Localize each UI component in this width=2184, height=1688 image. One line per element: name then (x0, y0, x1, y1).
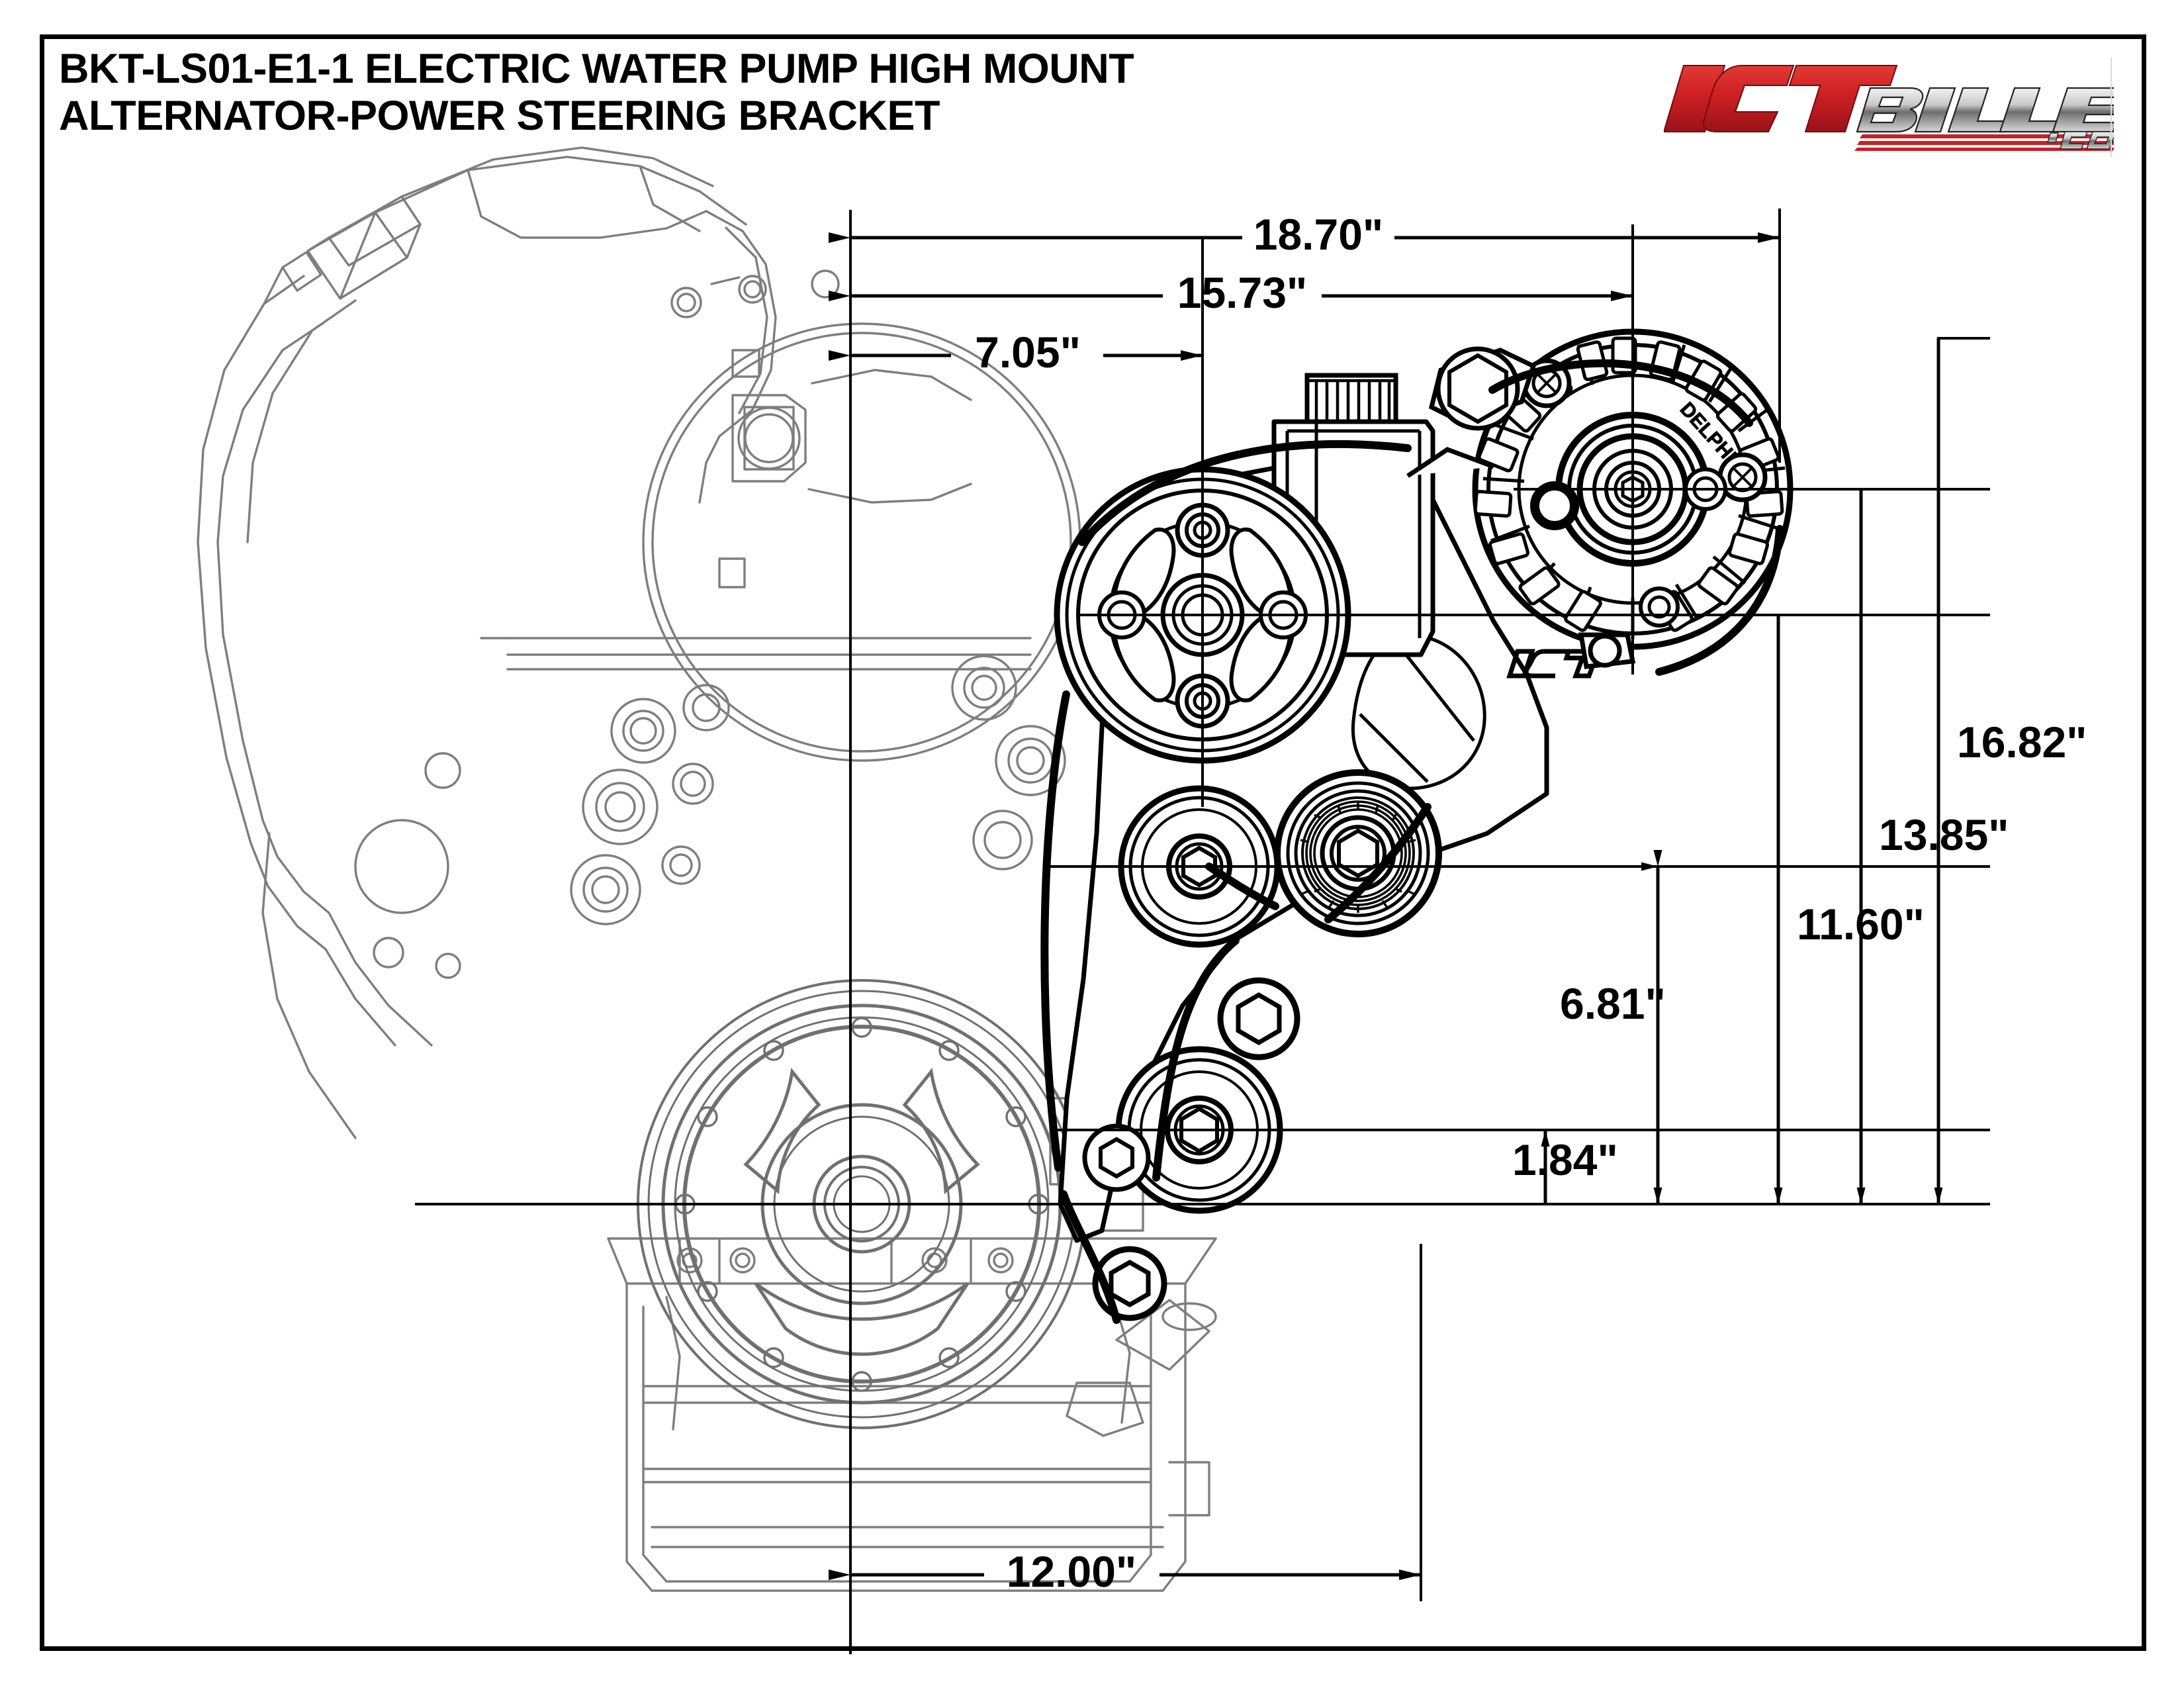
title-block: BKT-LS01-E1-1 ELECTRIC WATER PUMP HIGH M… (59, 46, 1515, 140)
page-title-line-1: BKT-LS01-E1-1 ELECTRIC WATER PUMP HIGH M… (59, 46, 1134, 92)
dimension-16-82: 16.82" (1934, 338, 2087, 1204)
dimension-13-85-label: 13.85" (1879, 810, 2009, 859)
dimension-12-00: 12.00" (829, 1547, 1421, 1596)
bracket-bolt-mid (1217, 977, 1300, 1060)
dimension-11-60: 11.60" (1774, 615, 1925, 1204)
dimension-16-82-label: 16.82" (1957, 718, 2087, 767)
dimension-13-85: 13.85" (1856, 489, 2009, 1204)
dimension-15-73: 15.73" (829, 268, 1633, 317)
ict-billet-logo (1664, 51, 2114, 164)
dimension-12-00-label: 12.00" (1007, 1547, 1136, 1596)
centerlines (415, 209, 1990, 1654)
logo-ict-mark (1664, 65, 1898, 132)
logo-billet-mark (1856, 87, 2114, 133)
dimension-11-60-label: 11.60" (1797, 900, 1925, 949)
alternator-mount-arm (1406, 346, 1537, 478)
engine-assembly-drawing: DELPHI (44, 39, 2151, 1656)
belt-tensioner-pulley (1274, 769, 1442, 937)
reservoir-cap-ribs (1307, 379, 1396, 422)
alternator-lower-tab (1578, 632, 1636, 669)
serpentine-belt (1040, 359, 1784, 1324)
dimension-7-05-label: 7.05" (975, 328, 1081, 377)
dimension-18-70-label: 18.70" (1253, 210, 1383, 259)
logo-dotcom-mark (2047, 131, 2114, 150)
reservoir-cap (1304, 373, 1398, 424)
dimension-1-84: 1.84" (1512, 1130, 1618, 1204)
dimension-7-05: 7.05" (829, 328, 1203, 377)
dimension-15-73-label: 15.73" (1177, 268, 1307, 317)
bracket-inner-detail (1351, 633, 1486, 790)
dimension-1-84-label: 1.84" (1512, 1135, 1618, 1184)
dimension-18-70: 18.70" (829, 210, 1780, 259)
page-title-line-2: ALTERNATOR-POWER STEERING BRACKET (59, 93, 940, 140)
dimension-6-81: 6.81" (1560, 867, 1666, 1204)
drawing-sheet: BKT-LS01-E1-1 ELECTRIC WATER PUMP HIGH M… (40, 34, 2146, 1654)
dimension-6-81-label: 6.81" (1560, 979, 1666, 1028)
